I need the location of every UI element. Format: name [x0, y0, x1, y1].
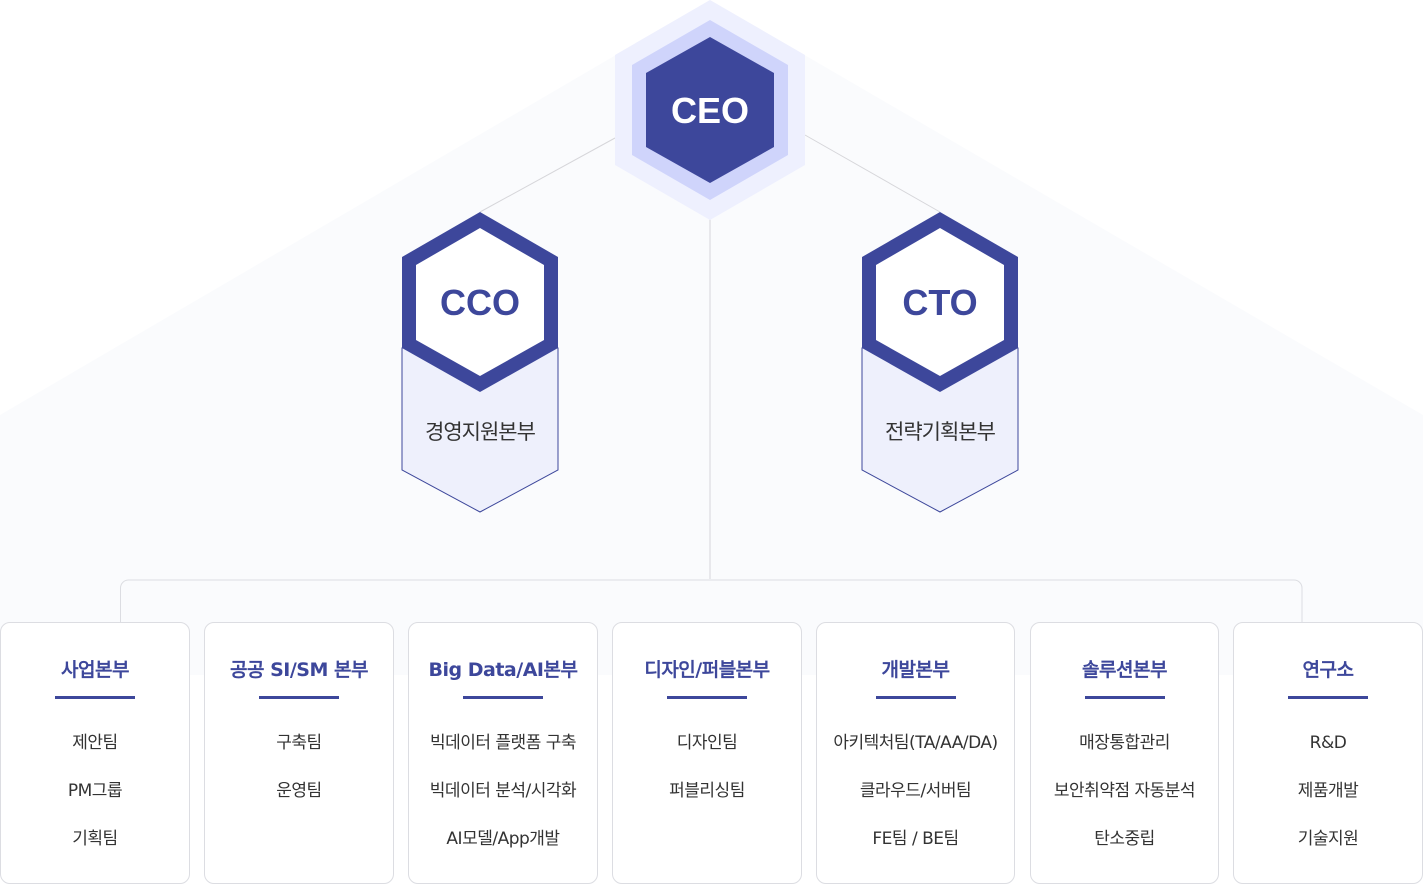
- department-card: Big Data/AI본부 빅데이터 플랫폼 구축 빅데이터 분석/시각화 AI…: [408, 622, 598, 884]
- department-title: 솔루션본부: [1082, 659, 1167, 681]
- department-title: 사업본부: [61, 659, 129, 681]
- title-underline: [1084, 696, 1165, 699]
- title-underline: [463, 696, 543, 699]
- team-item: 빅데이터 플랫폼 구축: [429, 733, 577, 753]
- title-underline: [1288, 696, 1368, 699]
- department-bracket: [120, 579, 1303, 622]
- title-underline: [875, 696, 956, 699]
- department-card: 공공 SI/SM 본부 구축팀 운영팀: [204, 622, 394, 884]
- team-item: 구축팀: [276, 733, 322, 753]
- department-title: 공공 SI/SM 본부: [230, 659, 368, 681]
- cco-hexagon: [401, 212, 559, 513]
- team-item: R&D: [1309, 733, 1347, 753]
- connector-ceo-cto: [804, 134, 941, 213]
- cco-label: CCO: [440, 282, 520, 323]
- department-title: 디자인/퍼블본부: [644, 659, 770, 681]
- title-underline: [259, 696, 339, 699]
- team-item: 제품개발: [1297, 781, 1359, 801]
- cto-label: CTO: [902, 282, 978, 323]
- cco-division: 경영지원본부: [425, 420, 536, 444]
- department-title: 연구소: [1302, 659, 1354, 681]
- team-item: 디자인팀: [676, 733, 738, 753]
- ceo-hexagon: [615, 0, 805, 220]
- team-item: 퍼블리싱팀: [669, 781, 745, 801]
- department-card: 사업본부 제안팀 PM그룹 기획팀: [0, 622, 190, 884]
- team-item: 아키텍처팀(TA/AA/DA): [833, 733, 998, 753]
- cto-division: 전략기획본부: [885, 420, 996, 444]
- department-title: Big Data/AI본부: [428, 659, 578, 681]
- team-item: 매장통합관리: [1079, 733, 1170, 753]
- department-card: 개발본부 아키텍처팀(TA/AA/DA) 클라우드/서버팀 FE팀 / BE팀: [816, 622, 1015, 884]
- team-item: 클라우드/서버팀: [859, 781, 972, 801]
- title-underline: [667, 696, 747, 699]
- team-item: 보안취약점 자동분석: [1053, 781, 1196, 801]
- team-item: FE팀 / BE팀: [872, 829, 959, 849]
- team-item: PM그룹: [67, 781, 123, 801]
- title-underline: [55, 696, 135, 699]
- ceo-label: CEO: [670, 90, 749, 131]
- team-item: AI모델/App개발: [446, 829, 560, 849]
- team-item: 제안팀: [72, 733, 118, 753]
- team-item: 빅데이터 분석/시각화: [429, 781, 577, 801]
- department-card: 솔루션본부 매장통합관리 보안취약점 자동분석 탄소중립: [1030, 622, 1219, 884]
- department-title: 개발본부: [881, 659, 950, 681]
- cto-hexagon: [861, 212, 1019, 513]
- background-shape: [0, 0, 1423, 675]
- department-card: 디자인/퍼블본부 디자인팀 퍼블리싱팀: [612, 622, 802, 884]
- team-item: 기획팀: [72, 829, 118, 849]
- team-item: 운영팀: [276, 781, 322, 801]
- team-item: 탄소중립: [1094, 829, 1155, 849]
- connector-ceo-cco: [479, 137, 616, 213]
- team-item: 기술지원: [1297, 829, 1359, 849]
- department-card: 연구소 R&D 제품개발 기술지원: [1233, 622, 1423, 884]
